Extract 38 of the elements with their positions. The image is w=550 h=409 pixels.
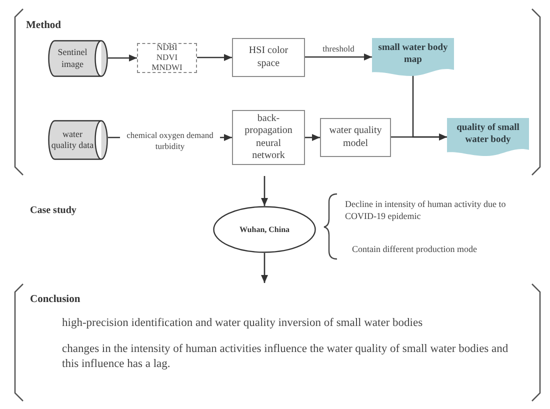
node-label: NDVI xyxy=(156,53,178,63)
node-label: Sentinel image xyxy=(56,47,88,70)
node-label: NDBI xyxy=(156,43,178,54)
process-box xyxy=(232,110,305,165)
section-heading: Conclusion xyxy=(30,293,80,307)
arrow xyxy=(261,176,268,206)
note-text: Contain different production mode xyxy=(352,244,478,256)
node-label: MNDWI xyxy=(152,62,182,73)
ellipse-node xyxy=(213,206,316,253)
arrow xyxy=(305,134,320,141)
node-label: back-propagation neural network xyxy=(244,112,294,162)
node-label: quality of small water body xyxy=(456,122,520,146)
edge-label: threshold xyxy=(322,43,356,55)
database-cylinder xyxy=(48,120,108,160)
document-shape xyxy=(372,38,454,76)
node-label: Wuhan, China xyxy=(239,224,290,234)
bracket-frame xyxy=(14,283,541,402)
arrow xyxy=(412,75,447,140)
bracket-frame xyxy=(14,8,541,176)
dashed-box xyxy=(137,43,197,73)
conclusion-text: changes in the intensity of human activities influence the water quality of small water bodies and this influence has a lag. xyxy=(62,342,510,372)
arrow xyxy=(305,54,372,60)
note-text: Decline in intensity of human activity due to COVID-19 epidemic xyxy=(345,199,507,222)
node-label: small water body map xyxy=(377,42,449,66)
node-label: water quality model xyxy=(328,125,383,150)
document-shape xyxy=(447,118,529,156)
process-box xyxy=(320,118,391,157)
section-heading: Case study xyxy=(30,204,76,218)
arrow xyxy=(108,54,137,62)
conclusion-text: high-precision identification and water quality inversion of small water bodies xyxy=(62,316,424,331)
process-box xyxy=(232,38,305,77)
arrow xyxy=(261,253,268,283)
node-label: HSI color space xyxy=(248,45,290,70)
arrow xyxy=(197,54,232,61)
edge-label: chemical oxygen demand turbidity xyxy=(120,129,220,152)
node-label: water quality data xyxy=(50,128,95,152)
section-heading: Method xyxy=(26,19,61,33)
database-cylinder xyxy=(48,40,108,77)
